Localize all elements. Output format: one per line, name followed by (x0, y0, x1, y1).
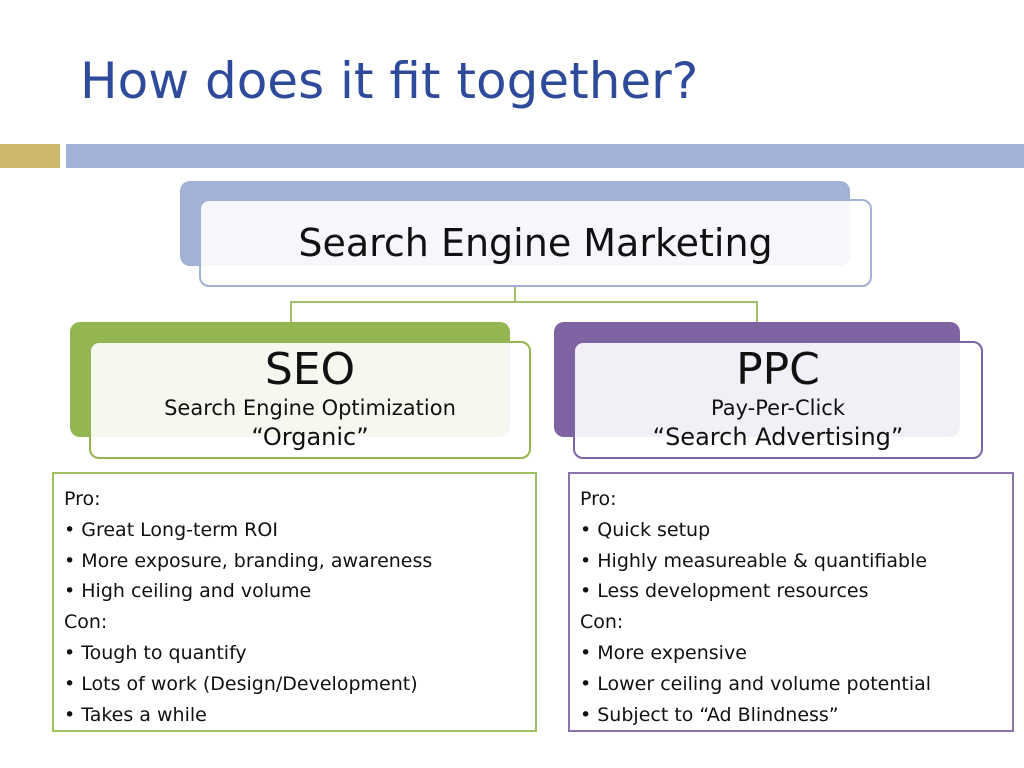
ppc-list-line: • Less development resources (580, 580, 869, 603)
seo-list-line: • More exposure, branding, awareness (64, 549, 433, 572)
root-node: Search Engine Marketing (199, 199, 872, 287)
title-rule (66, 144, 1024, 168)
connector-root-down (514, 287, 516, 302)
connector-ppc-down (756, 301, 758, 322)
seo-node-tag: “Organic” (251, 423, 369, 451)
seo-list-line: Con: (64, 611, 108, 634)
title-rule-accent (0, 144, 60, 168)
seo-list-line: • Lots of work (Design/Development) (64, 672, 418, 695)
connector-seo-down (290, 301, 292, 322)
seo-list-line: • High ceiling and volume (64, 580, 312, 603)
connector-horizontal (290, 301, 758, 303)
ppc-pros-cons: Pro: • Quick setup • Highly measureable … (568, 472, 1014, 732)
seo-pros-cons: Pro: • Great Long-term ROI • More exposu… (52, 472, 537, 732)
seo-node-label: SEO (264, 344, 356, 395)
slide-title: How does it fit together? (80, 52, 699, 110)
ppc-list-line: Pro: (580, 488, 617, 510)
seo-list-line: Pro: (64, 488, 101, 510)
ppc-list-line: • More expensive (580, 641, 747, 664)
seo-node-subtitle: Search Engine Optimization (164, 396, 456, 420)
root-node-label: Search Engine Marketing (298, 221, 773, 265)
ppc-list-line: • Lower ceiling and volume potential (580, 672, 932, 695)
seo-node: SEO Search Engine Optimization “Organic” (89, 341, 531, 459)
seo-list-line: • Great Long-term ROI (64, 518, 278, 541)
ppc-list-line: • Subject to “Ad Blindness” (580, 703, 839, 726)
ppc-node-label: PPC (736, 344, 820, 395)
ppc-node-subtitle: Pay-Per-Click (711, 396, 845, 420)
ppc-node: PPC Pay-Per-Click “Search Advertising” (573, 341, 983, 459)
ppc-list-line: • Highly measureable & quantifiable (580, 549, 928, 572)
ppc-list-line: • Quick setup (580, 518, 711, 541)
ppc-node-tag: “Search Advertising” (652, 423, 904, 451)
seo-list-line: • Takes a while (64, 703, 207, 726)
seo-list-line: • Tough to quantify (64, 641, 247, 664)
ppc-list-line: Con: (580, 611, 624, 634)
